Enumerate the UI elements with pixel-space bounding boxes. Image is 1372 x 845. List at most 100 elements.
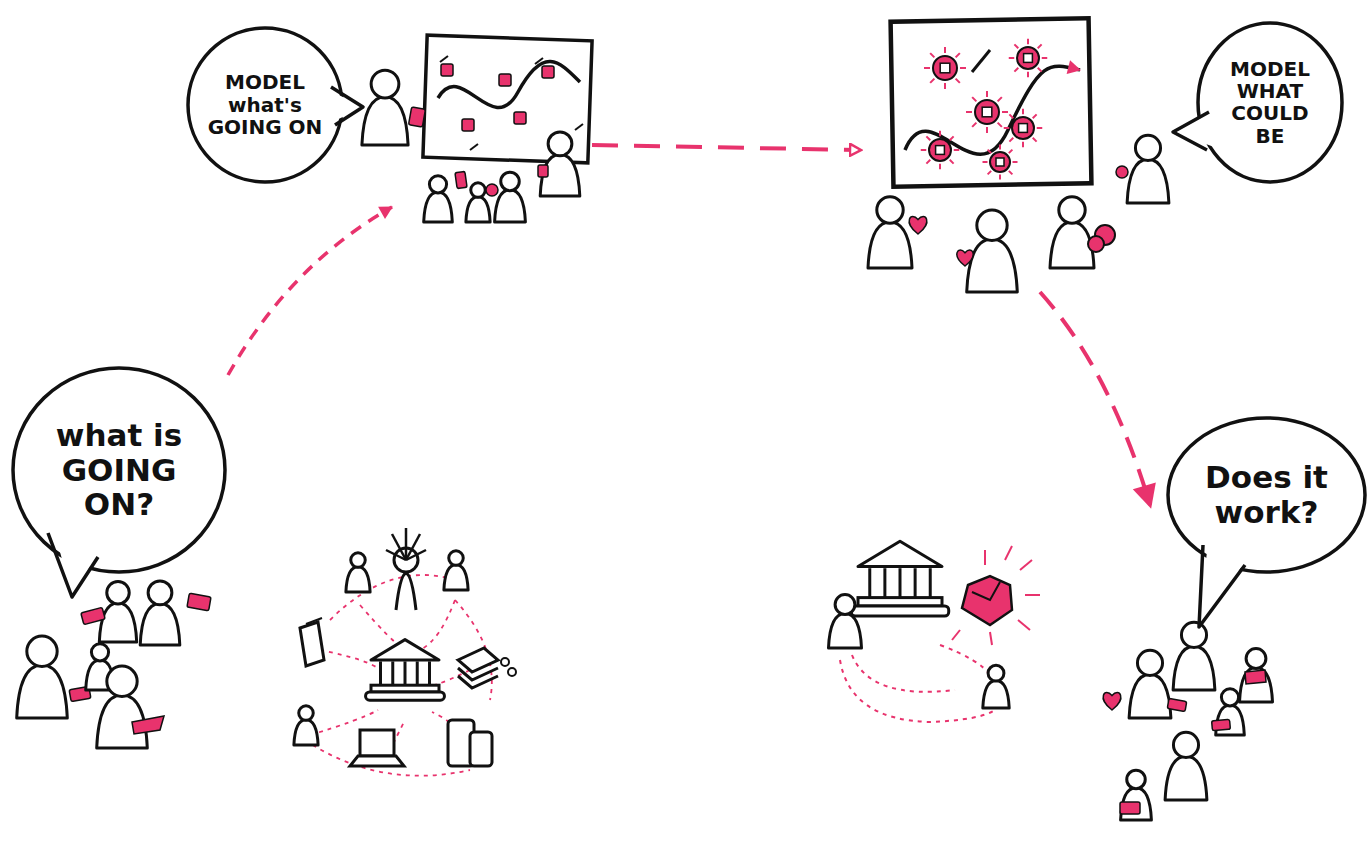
person-body xyxy=(294,720,318,745)
person-body xyxy=(466,197,490,222)
flow-arrow xyxy=(1040,292,1150,505)
glow-ray xyxy=(1037,127,1043,129)
person-head xyxy=(449,551,464,566)
archive-icon xyxy=(470,732,492,766)
temple-column xyxy=(379,661,382,685)
pink-card xyxy=(538,165,548,177)
glow-ray xyxy=(1009,114,1013,118)
idea-dot xyxy=(990,152,1010,172)
glow-ray xyxy=(924,67,930,69)
glow-ray xyxy=(944,47,946,53)
person xyxy=(444,551,468,590)
idea-note xyxy=(1019,124,1028,133)
person-body xyxy=(1129,674,1171,718)
glow-ray xyxy=(1014,68,1018,72)
bubble-tail xyxy=(48,533,98,597)
person-head xyxy=(1127,770,1145,788)
glow-ray xyxy=(1013,161,1018,163)
pink-card xyxy=(1167,699,1186,712)
glow-ray xyxy=(1009,138,1013,142)
sprout-leaf xyxy=(405,528,408,560)
person xyxy=(1127,135,1169,203)
pink-dot xyxy=(1088,236,1104,252)
glow-ray xyxy=(926,160,930,164)
glow-ray xyxy=(1038,44,1042,48)
pink-card xyxy=(409,107,426,127)
whiteboard xyxy=(891,18,1092,186)
sticky-note xyxy=(462,119,474,131)
glow-ray xyxy=(988,171,992,175)
sticky-note xyxy=(499,74,511,86)
idea-dot xyxy=(933,56,957,80)
sketch-mark xyxy=(440,56,448,62)
person-body xyxy=(396,573,416,610)
glow-ray xyxy=(972,97,976,101)
glow-ray xyxy=(1025,594,1040,596)
person-head xyxy=(1221,689,1238,706)
bubble-tail xyxy=(1173,112,1209,150)
bubble-tail xyxy=(331,87,363,125)
glow-ray xyxy=(1018,620,1030,630)
person xyxy=(540,132,580,196)
journey-line xyxy=(438,61,580,107)
pink-heart xyxy=(909,217,927,234)
bubble-tail-fill xyxy=(1199,541,1247,627)
person-head xyxy=(148,581,172,605)
person-head xyxy=(1173,732,1198,757)
glow-ray xyxy=(1009,57,1015,59)
bubble-text: what is GOING ON? xyxy=(41,390,198,550)
temple-column xyxy=(899,568,902,597)
person-body xyxy=(99,603,136,642)
glow-ray xyxy=(939,164,941,170)
glow-ray xyxy=(926,136,930,140)
person-body xyxy=(362,97,408,145)
idea-note xyxy=(940,63,950,73)
person-head xyxy=(429,176,446,193)
flow-arrow xyxy=(228,207,392,375)
person-head xyxy=(471,183,486,198)
temple-column xyxy=(404,661,407,685)
person xyxy=(1050,197,1094,268)
glow-ray xyxy=(1022,142,1024,148)
temple-column xyxy=(929,568,932,597)
person xyxy=(495,172,526,222)
glow-ray xyxy=(1038,68,1042,72)
pink-card xyxy=(1245,670,1266,684)
sketch-mark xyxy=(575,124,583,130)
glow-ray xyxy=(986,127,988,133)
stack-icon xyxy=(458,676,498,688)
glow-ray xyxy=(960,67,966,69)
glow-ray xyxy=(966,111,972,113)
glow-ray xyxy=(930,53,934,57)
glow-ray xyxy=(1002,111,1008,113)
pink-heart xyxy=(1103,693,1121,710)
sketch-mark xyxy=(535,58,543,64)
temple-column xyxy=(416,661,419,685)
laptop-icon xyxy=(360,730,394,756)
pink-card xyxy=(132,716,164,734)
glow-ray xyxy=(984,550,986,565)
person-head xyxy=(27,636,57,666)
glow-ray xyxy=(1009,150,1013,154)
temple-column xyxy=(868,568,871,597)
person-head xyxy=(877,197,903,223)
person-body xyxy=(983,680,1009,708)
bubble-body xyxy=(188,28,342,182)
person-body xyxy=(1165,756,1207,800)
glow-ray xyxy=(956,53,960,57)
person-body xyxy=(1121,788,1152,820)
glow-ray xyxy=(1005,546,1012,560)
person xyxy=(1129,650,1171,718)
pink-card xyxy=(1212,719,1231,731)
sprout-leaf xyxy=(406,550,426,560)
person-head xyxy=(977,210,1007,240)
bubble-body xyxy=(13,368,225,572)
person-body xyxy=(495,190,526,222)
person-head xyxy=(988,665,1004,681)
pink-card xyxy=(187,593,211,611)
bubble-body xyxy=(1198,23,1342,182)
person-head xyxy=(1135,135,1160,160)
bubble-body xyxy=(1168,418,1365,572)
journey-line xyxy=(905,66,1080,154)
